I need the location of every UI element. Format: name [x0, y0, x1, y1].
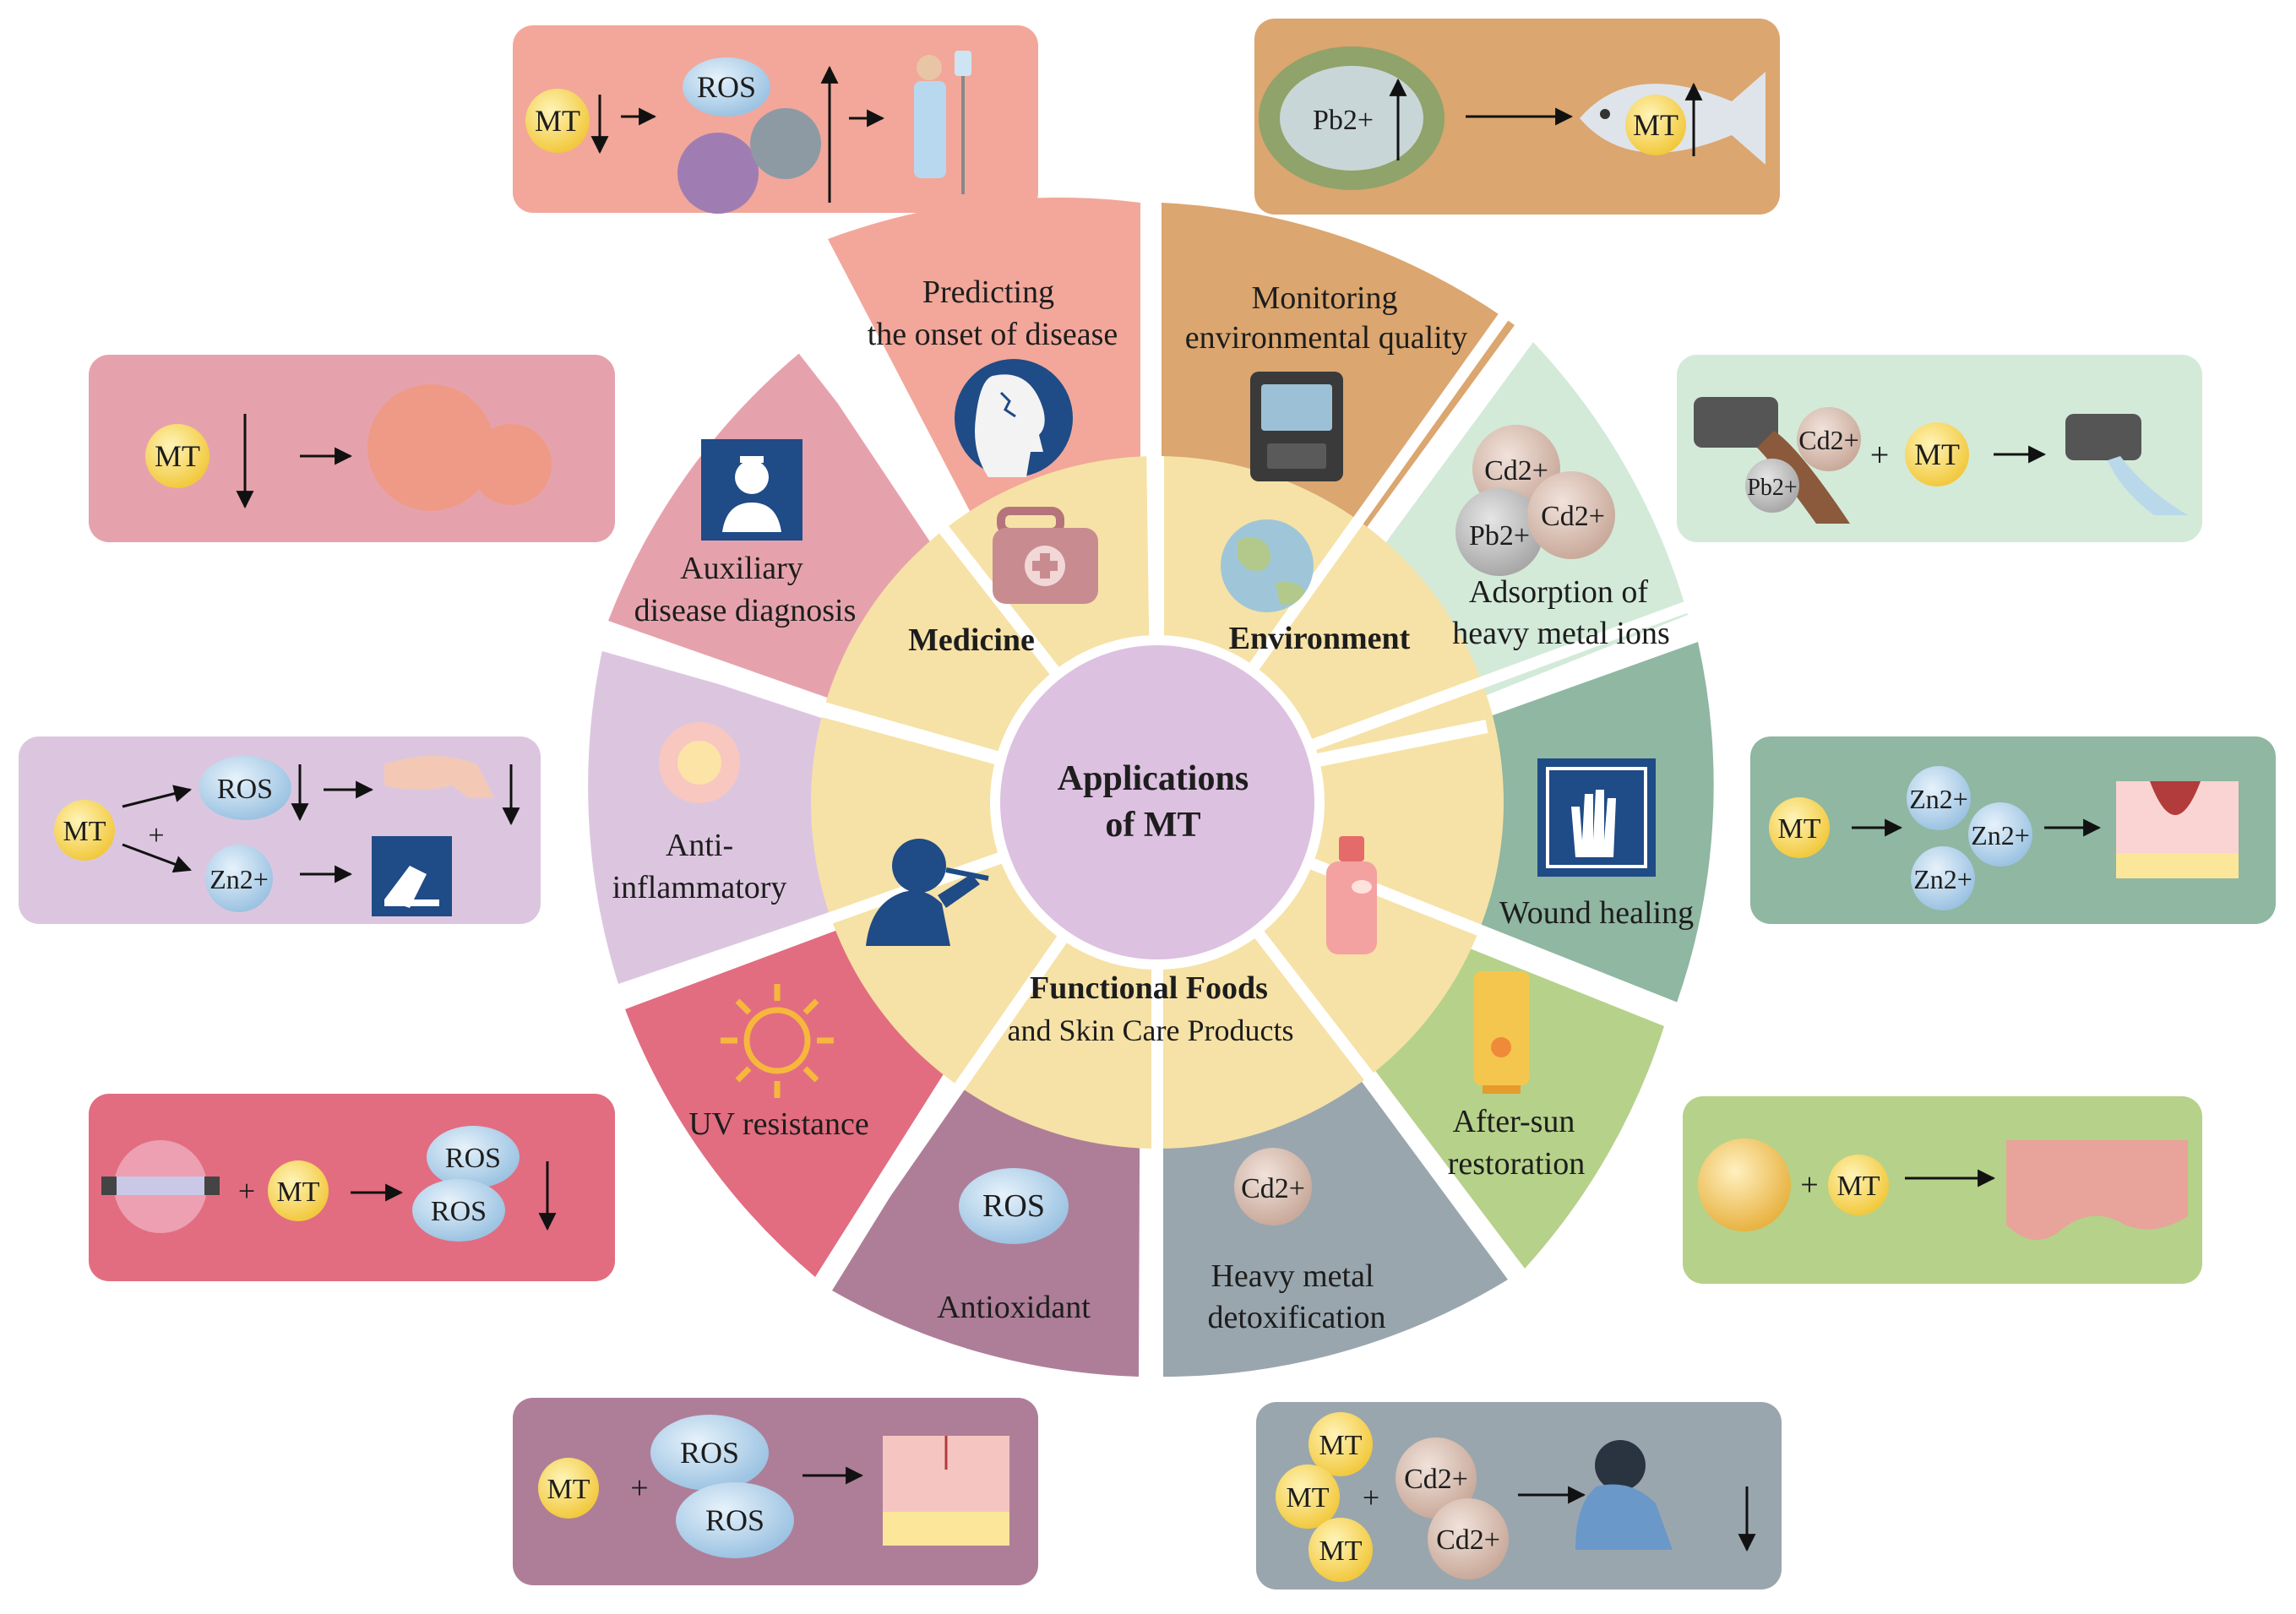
uv-ros-2: ROS: [431, 1196, 487, 1227]
box-detox: [1256, 1402, 1782, 1590]
tumor-icon: [367, 384, 494, 511]
person-eating-icon: [866, 839, 989, 946]
inflammation-icon: [659, 722, 740, 803]
category-functional-2: and Skin Care Products: [1008, 1014, 1294, 1047]
category-functional-1: Functional Foods: [1030, 970, 1268, 1006]
adsorption-ion-cd-1: Cd2+: [1484, 455, 1548, 486]
monitor-mt: MT: [1633, 108, 1678, 142]
skincare-bottle-icon: [1326, 836, 1377, 954]
detox-plus: +: [1363, 1481, 1379, 1514]
label-aftersun-2: restoration: [1448, 1146, 1586, 1182]
antiinflam-plus: +: [148, 820, 164, 851]
label-adsorption-1: Adsorption of: [1469, 574, 1649, 610]
adsorb-cd: Cd2+: [1798, 425, 1858, 455]
box-antioxidant: [513, 1398, 1038, 1585]
antioxidant-ros-1: ROS: [680, 1436, 739, 1470]
adsorb-pb: Pb2+: [1747, 475, 1797, 501]
hand-icon: [384, 756, 494, 798]
center-title-1: Applications: [1058, 759, 1249, 798]
bandaged-hand-icon: [1537, 758, 1656, 877]
box-monitor: [1254, 19, 1780, 215]
segment-wound: [1292, 642, 1714, 1003]
skin-tissue-icon: [2006, 1140, 2188, 1240]
sun-ball-icon: [1698, 1138, 1791, 1231]
label-predicting-1: Predicting: [922, 274, 1054, 310]
sunscreen-tube-icon: [1474, 971, 1529, 1094]
detox-mt-2: MT: [1287, 1482, 1330, 1513]
detox-cd-2: Cd2+: [1436, 1524, 1500, 1556]
category-medicine: Medicine: [908, 622, 1035, 658]
box-uv: [89, 1094, 615, 1281]
label-predicting-2: the onset of disease: [868, 317, 1118, 352]
wound-zn-1: Zn2+: [1909, 784, 1968, 814]
uv-mt: MT: [277, 1177, 320, 1208]
detox-cd-label: Cd2+: [1241, 1173, 1305, 1204]
label-monitoring-1: Monitoring: [1251, 280, 1397, 316]
aftersun-plus: +: [1800, 1167, 1818, 1203]
label-monitoring-2: environmental quality: [1185, 320, 1468, 356]
label-auxiliary-1: Auxiliary: [680, 551, 803, 586]
box-predict: [513, 25, 1038, 214]
adsorption-ion-pb: Pb2+: [1469, 520, 1530, 552]
antiinflam-zn: Zn2+: [209, 864, 269, 894]
label-detox-2: detoxification: [1207, 1300, 1385, 1335]
doctor-icon: [701, 439, 803, 541]
predict-mt: MT: [535, 104, 580, 138]
label-adsorption-2: heavy metal ions: [1452, 616, 1669, 651]
globe-icon: [1221, 519, 1314, 612]
adsorption-ion-cd-2: Cd2+: [1541, 501, 1605, 532]
detox-mt-1: MT: [1319, 1430, 1363, 1461]
detox-cd-ball: [1234, 1148, 1312, 1225]
predict-ros: ROS: [697, 70, 756, 104]
label-uv: UV resistance: [688, 1106, 869, 1142]
center-title-2: of MT: [1105, 806, 1200, 845]
box-adsorb: [1677, 355, 2202, 542]
patient-icon: [914, 51, 971, 194]
center-circle: [990, 635, 1325, 970]
label-aftersun-1: After-sun: [1453, 1104, 1575, 1139]
antioxidant-plus: +: [630, 1470, 648, 1506]
sun-icon: [721, 984, 834, 1098]
uv-ros-1: ROS: [445, 1143, 501, 1174]
wound-mt: MT: [1778, 813, 1821, 845]
label-wound: Wound healing: [1499, 895, 1694, 931]
detox-mt-3: MT: [1319, 1535, 1363, 1567]
box-auxiliary: [89, 355, 615, 542]
wound-zn-3: Zn2+: [1913, 864, 1972, 894]
detox-cd-1: Cd2+: [1404, 1464, 1468, 1495]
aftersun-mt: MT: [1837, 1171, 1880, 1202]
category-environment: Environment: [1229, 621, 1411, 656]
antioxidant-ros-ball: [959, 1168, 1069, 1244]
label-antioxidant: Antioxidant: [937, 1290, 1091, 1325]
head-crack-icon: [955, 359, 1073, 477]
medical-kit-icon: [993, 507, 1098, 604]
antioxidant-ros-label: ROS: [982, 1188, 1045, 1224]
label-antiinflam-1: Anti-: [666, 828, 733, 863]
adsorb-plus: +: [1870, 436, 1890, 474]
box-aftersun: [1683, 1096, 2202, 1284]
antioxidant-ros-2: ROS: [705, 1503, 764, 1537]
box-antiinflam: [19, 736, 541, 924]
uv-lamp-icon: [101, 1177, 220, 1195]
monitor-device-icon: [1250, 372, 1343, 481]
label-auxiliary-2: disease diagnosis: [634, 593, 857, 628]
adsorption-ions: [1455, 425, 1615, 576]
box-wound: [1750, 736, 2276, 924]
wound-zn-2: Zn2+: [1971, 820, 2030, 850]
label-detox-1: Heavy metal: [1211, 1258, 1374, 1294]
label-antiinflam-2: inflammatory: [612, 870, 787, 905]
antioxidant-mt: MT: [547, 1474, 590, 1505]
antiinflam-ros: ROS: [217, 774, 273, 805]
uv-plus: +: [238, 1174, 255, 1208]
monitor-pb: Pb2+: [1313, 105, 1374, 136]
adsorb-mt: MT: [1914, 437, 1960, 471]
sick-person-icon: [1575, 1440, 1673, 1550]
antiinflam-mt: MT: [63, 816, 106, 847]
auxiliary-mt: MT: [155, 439, 200, 473]
